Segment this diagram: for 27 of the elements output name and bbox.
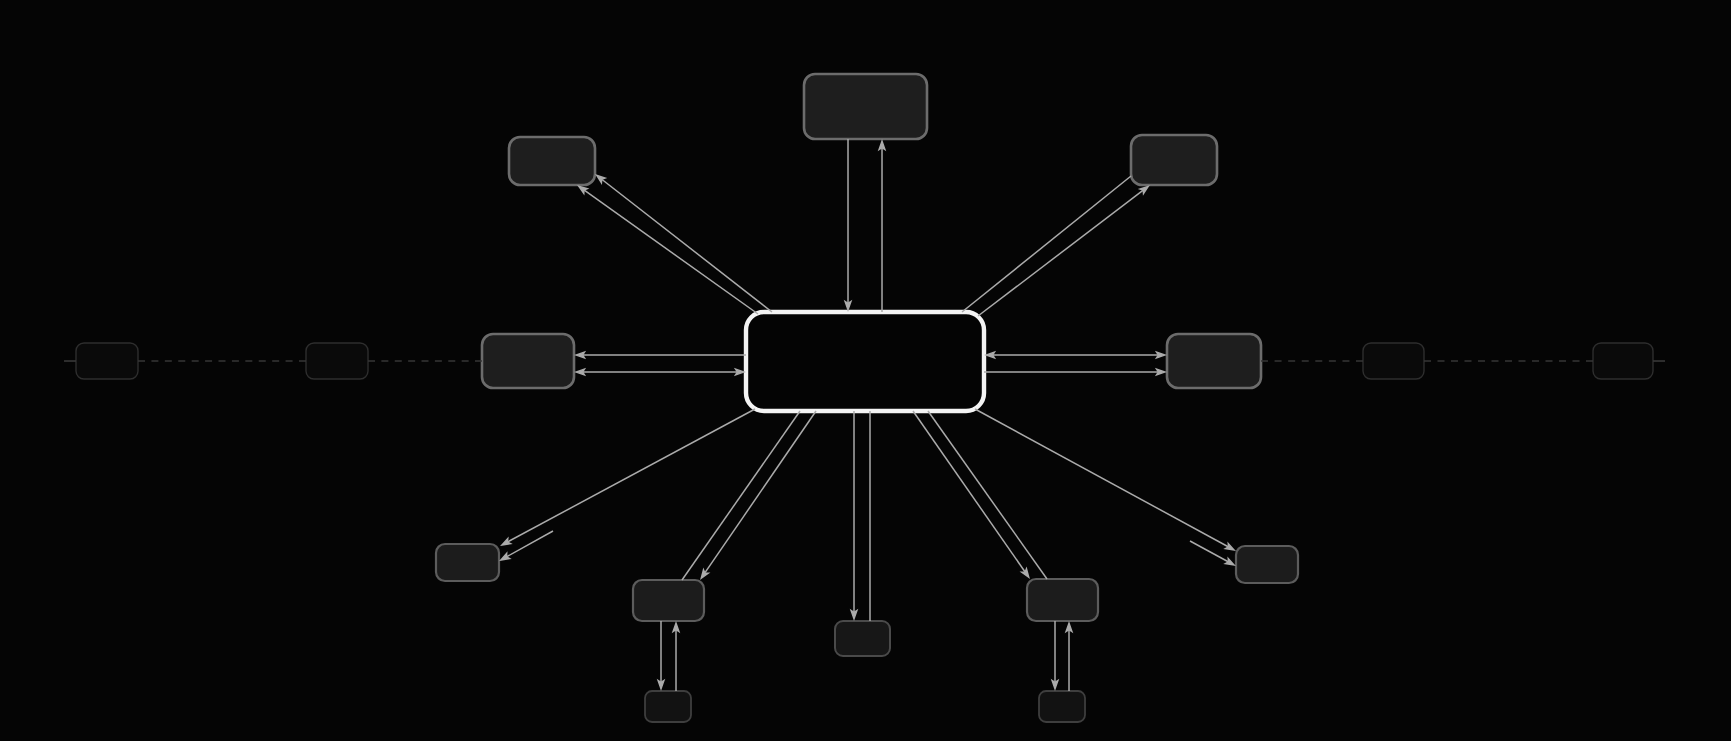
dashed-line <box>1423 360 1594 362</box>
connector-line <box>927 410 1048 580</box>
rounded-box <box>644 690 692 723</box>
rounded-box <box>434 542 501 583</box>
connector-line <box>681 410 801 581</box>
faded-box <box>1592 342 1654 380</box>
faded-box <box>75 342 139 380</box>
faded-box <box>305 342 369 380</box>
rounded-box <box>1165 332 1263 390</box>
dashed-line <box>137 360 307 362</box>
rounded-box <box>480 332 576 390</box>
dashed-line <box>367 360 483 362</box>
rounded-box <box>1129 133 1219 187</box>
connector-line <box>1652 360 1666 362</box>
connector-line <box>869 410 871 622</box>
faded-box <box>1362 342 1425 380</box>
connector-line <box>961 175 1132 313</box>
rounded-box <box>834 620 891 657</box>
rounded-box <box>802 72 929 141</box>
rounded-box <box>1025 577 1100 623</box>
connector-line <box>63 360 77 362</box>
rounded-box <box>507 135 597 187</box>
central-box <box>743 309 987 414</box>
dashed-line <box>1260 360 1364 362</box>
rounded-box <box>631 578 706 623</box>
rounded-box <box>1038 690 1086 723</box>
rounded-box <box>1234 544 1300 585</box>
